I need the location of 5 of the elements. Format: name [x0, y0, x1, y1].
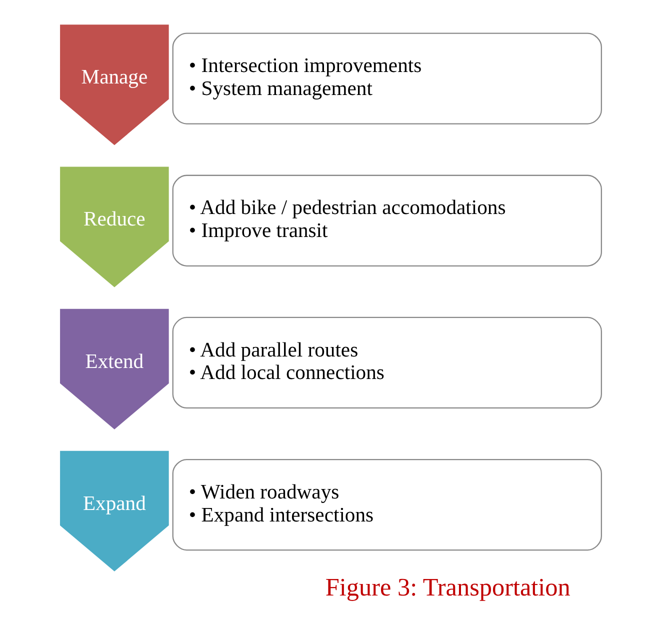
node-box: • Add parallel routes • Add local connections — [172, 316, 602, 409]
node-box: • Widen roadways • Expand intersections — [172, 458, 602, 551]
node-box: • Intersection improvements • System management — [172, 32, 602, 124]
node-box: • Add bike / pedestrian accomodations • Improve transit — [172, 174, 602, 266]
caption: Figure 3: Transportation — [325, 574, 570, 602]
